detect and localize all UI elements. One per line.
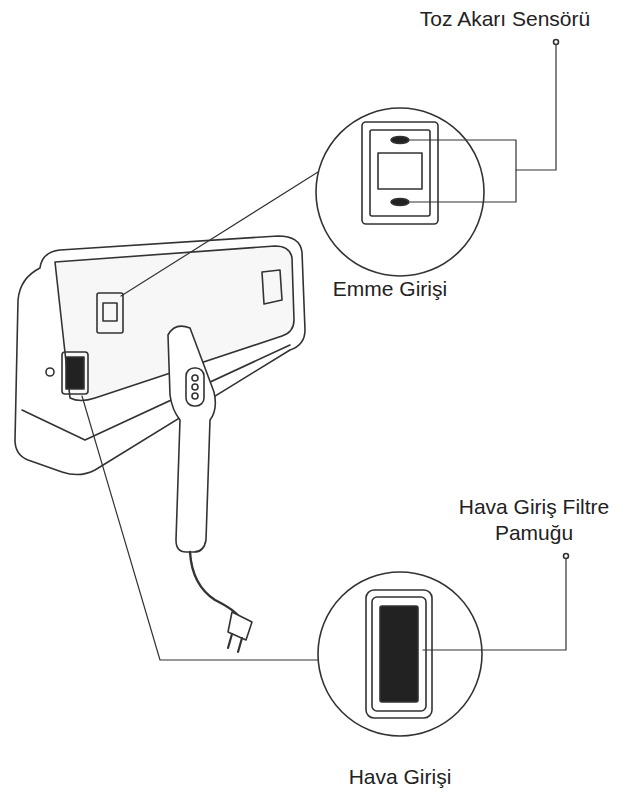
device-side-slot bbox=[262, 270, 282, 304]
zoom-circle bbox=[318, 572, 482, 736]
suction-inlet-inner bbox=[103, 303, 117, 321]
air-inlet-frame-inner bbox=[372, 597, 426, 711]
power-cable bbox=[190, 552, 240, 618]
part-label: Hava Girişi bbox=[320, 764, 480, 790]
air-inlet-frame bbox=[366, 590, 432, 718]
handle bbox=[168, 326, 215, 552]
filter-label: Hava Giriş Filtre Pamuğu bbox=[436, 494, 632, 547]
label-leader bbox=[423, 556, 566, 650]
air-inlet bbox=[62, 352, 88, 394]
zoom-leader bbox=[82, 396, 318, 660]
handle-button-dot bbox=[192, 393, 198, 399]
air-inlet-filter bbox=[66, 357, 84, 389]
plug-pin bbox=[228, 634, 242, 652]
handle-button-dot bbox=[192, 384, 198, 390]
leader-dot bbox=[564, 554, 569, 559]
inlet-frame-inner bbox=[370, 130, 430, 216]
sensor-label: Toz Akarı Sensörü bbox=[380, 6, 630, 32]
sensor bbox=[391, 199, 409, 206]
part-label: Emme Girişi bbox=[315, 276, 465, 302]
device-front-edge bbox=[22, 345, 290, 440]
leader-dot bbox=[554, 40, 559, 45]
inlet-frame bbox=[362, 122, 438, 224]
label-leader bbox=[516, 42, 556, 170]
handle-button-dot bbox=[192, 375, 198, 381]
handle-button bbox=[186, 368, 204, 406]
filter-cotton bbox=[380, 606, 418, 702]
sensor bbox=[391, 137, 409, 144]
zoom-circle bbox=[316, 108, 484, 276]
zoom-leader bbox=[121, 172, 318, 296]
small-button bbox=[46, 368, 54, 376]
sensor-bracket bbox=[410, 140, 516, 202]
inlet-opening bbox=[378, 153, 422, 189]
suction-inlet bbox=[97, 293, 123, 333]
